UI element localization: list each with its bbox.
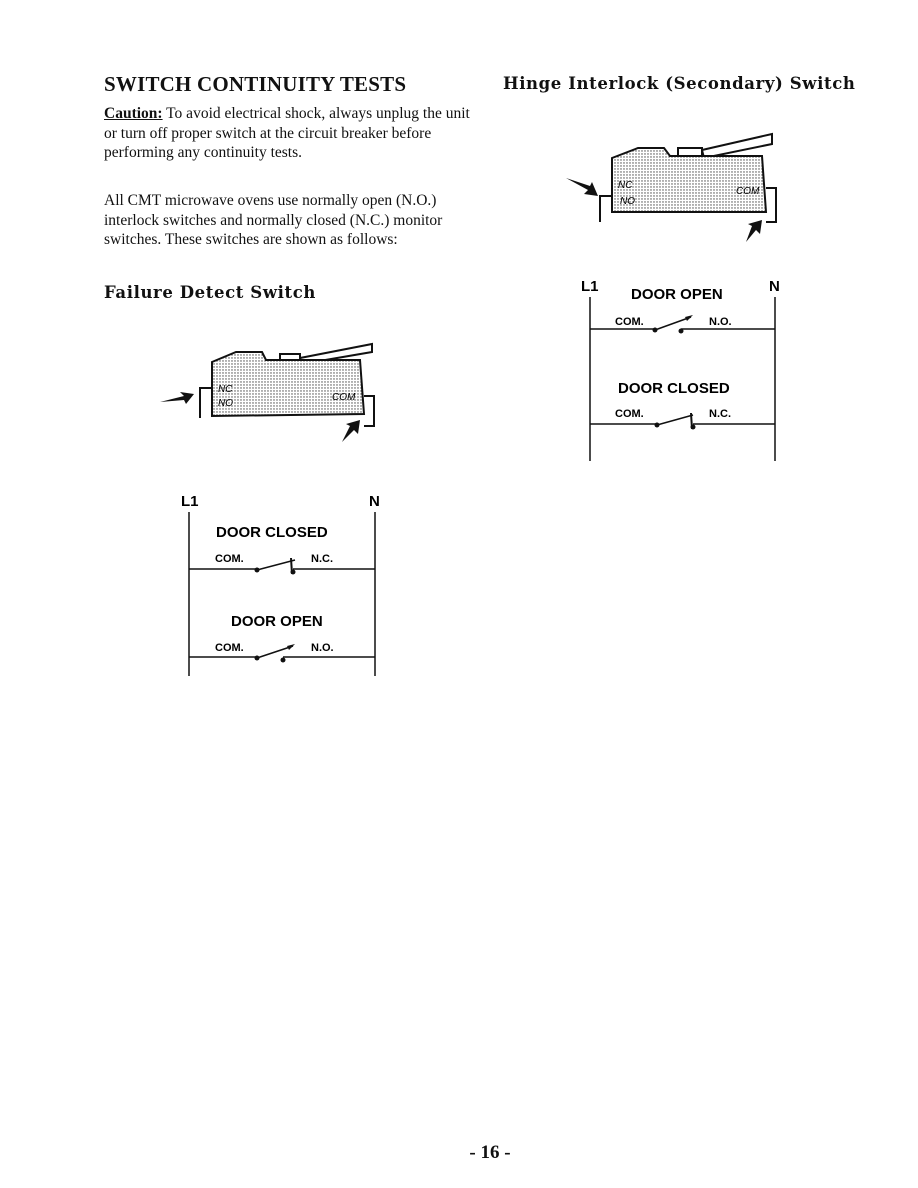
com-label: COM. xyxy=(615,316,644,328)
com-label: COM. xyxy=(215,553,244,565)
caution-text: To avoid electrical shock, always unplug… xyxy=(104,105,470,161)
n-label: N xyxy=(769,278,780,295)
page-number: - 16 - xyxy=(469,1142,511,1163)
section-title: SWITCH CONTINUITY TESTS xyxy=(104,72,407,96)
door-state-label: DOOR OPEN xyxy=(231,613,323,630)
l1-label: L1 xyxy=(581,278,599,295)
com-terminal-label: COM xyxy=(736,186,760,197)
contact-label: N.O. xyxy=(709,316,732,328)
failure-detect-circuit: L1 N DOOR CLOSED COM. N.C. DOOR OPEN COM… xyxy=(181,493,380,676)
contact-label: N.C. xyxy=(311,553,333,565)
arrow-icon xyxy=(566,178,598,196)
com-label: COM. xyxy=(215,642,244,654)
contact-label: N.O. xyxy=(311,642,334,654)
hinge-interlock-circuit: L1 N DOOR OPEN COM. N.O. DOOR CLOSED COM… xyxy=(581,278,780,461)
no-terminal-label: NO xyxy=(218,398,233,409)
no-terminal-label: NO xyxy=(620,196,635,207)
arrow-icon xyxy=(342,420,360,442)
hinge-interlock-switch-drawing: NC NO COM xyxy=(566,132,777,242)
door-state-label: DOOR CLOSED xyxy=(216,524,328,541)
n-label: N xyxy=(369,493,380,510)
nc-terminal-label: NC xyxy=(618,180,633,191)
com-label: COM. xyxy=(615,408,644,420)
door-state-label: DOOR CLOSED xyxy=(618,380,730,397)
l1-label: L1 xyxy=(181,493,199,510)
failure-detect-switch-drawing: NC NO COM xyxy=(160,342,375,442)
failure-detect-heading: Failure Detect Switch xyxy=(104,283,316,302)
contact-label: N.C. xyxy=(709,408,731,420)
switch-description-paragraph: All CMT microwave ovens use normally ope… xyxy=(104,192,443,248)
nc-terminal-label: NC xyxy=(218,384,233,395)
caution-label: Caution: xyxy=(104,105,163,122)
caution-paragraph: Caution: To avoid electrical shock, alwa… xyxy=(104,104,474,163)
arrow-icon xyxy=(160,392,194,404)
door-state-label: DOOR OPEN xyxy=(631,286,723,303)
com-terminal-label: COM xyxy=(332,392,356,403)
arrow-icon xyxy=(746,220,762,242)
hinge-interlock-heading: Hinge Interlock (Secondary) Switch xyxy=(503,74,856,93)
